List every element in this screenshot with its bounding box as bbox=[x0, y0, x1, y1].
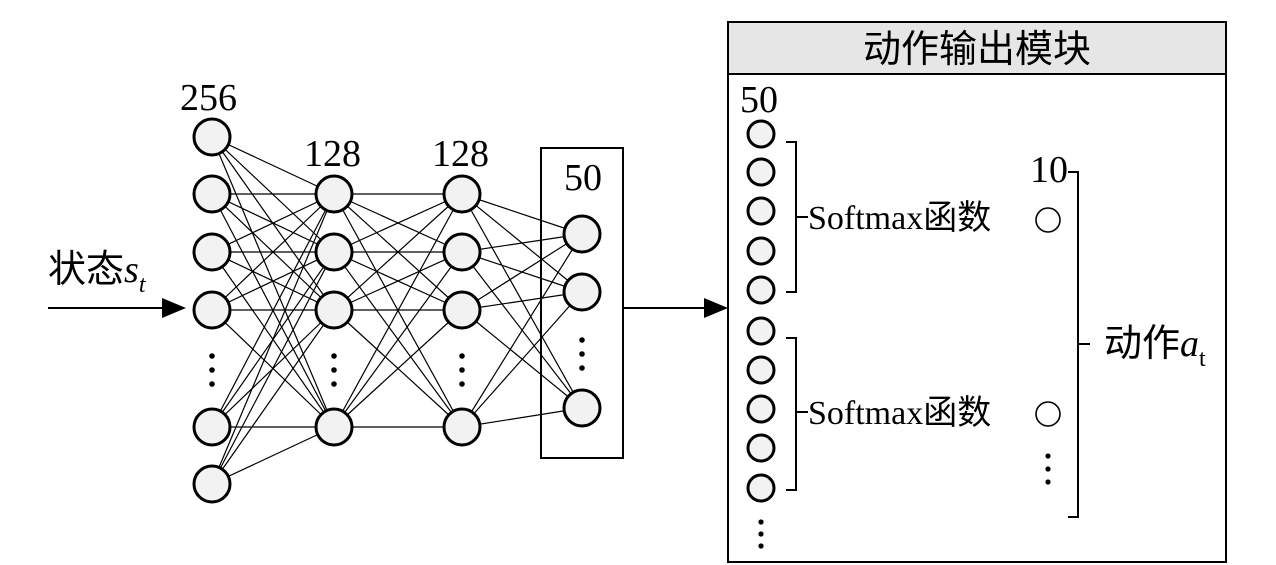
layer-2-ellipsis-dot-2 bbox=[331, 367, 337, 373]
connection-edge-23 bbox=[211, 309, 335, 485]
layer-4-ellipsis-dot-3 bbox=[579, 365, 585, 371]
softmax-group-1-bracket bbox=[786, 141, 797, 293]
action-output-ellipsis-dot-1 bbox=[1045, 453, 1051, 459]
input-arrow bbox=[48, 298, 186, 318]
connection-edge-51 bbox=[461, 291, 583, 428]
layer-4-size-label: 50 bbox=[564, 157, 602, 199]
layer-1-node-6 bbox=[192, 464, 232, 504]
connection-edge-39 bbox=[333, 309, 463, 428]
layer-3-ellipsis-dot-3 bbox=[459, 381, 465, 387]
connection-edge-14 bbox=[211, 251, 335, 311]
edges-group bbox=[211, 136, 583, 485]
layer-2-node-1 bbox=[314, 174, 354, 214]
connection-edge-38 bbox=[333, 251, 463, 428]
action-label: 动作at bbox=[1104, 323, 1206, 372]
connection-edge-37 bbox=[333, 193, 463, 428]
layer-1-node-2 bbox=[192, 174, 232, 214]
layer-3-node-1 bbox=[442, 174, 482, 214]
layer-1-node-3 bbox=[192, 232, 232, 272]
module-input-node-8 bbox=[746, 394, 776, 424]
layer-4-node-3 bbox=[562, 388, 602, 428]
input-arrow-head bbox=[162, 298, 186, 318]
module-input-node-1 bbox=[746, 119, 776, 149]
layer-4-node-2 bbox=[562, 272, 602, 312]
connection-edge-24 bbox=[211, 426, 335, 485]
connection-edge-44 bbox=[461, 233, 583, 253]
layer-4-ellipsis-dot-2 bbox=[579, 351, 585, 357]
module-input-node-5 bbox=[746, 275, 776, 305]
connection-edge-22 bbox=[211, 251, 335, 485]
layer-3-node-2 bbox=[442, 232, 482, 272]
layer-3-size-label: 128 bbox=[432, 133, 489, 175]
module-input-node-4 bbox=[746, 236, 776, 266]
connection-edge-47 bbox=[461, 233, 583, 311]
connection-edge-34 bbox=[333, 251, 463, 311]
softmax-label-2: Softmax函数 bbox=[808, 394, 991, 432]
connection-edge-13 bbox=[211, 193, 335, 311]
layer-1-node-4 bbox=[192, 290, 232, 330]
action-output-module: 动作输出模块 50 Softmax函数 Softmax函数 10 动作at bbox=[727, 21, 1227, 563]
module-input-node-6 bbox=[746, 316, 776, 346]
action-output-node-2 bbox=[1035, 401, 1061, 427]
module-frame bbox=[727, 21, 1227, 563]
layer-2-size-label: 128 bbox=[304, 133, 361, 175]
connection-edge-4 bbox=[211, 136, 335, 428]
module-input-count-label: 50 bbox=[740, 79, 778, 121]
layer-3-ellipsis-dot-1 bbox=[459, 353, 465, 359]
module-input-ellipsis-dot-2 bbox=[758, 531, 764, 537]
layer-1-ellipsis-dot-2 bbox=[209, 367, 215, 373]
layer-1-node-5 bbox=[192, 407, 232, 447]
layer-2-ellipsis-dot-3 bbox=[331, 381, 337, 387]
layer-3-node-3 bbox=[442, 290, 482, 330]
input-label: 状态st bbox=[48, 249, 147, 298]
output-count-label: 10 bbox=[1030, 149, 1068, 191]
module-input-ellipsis-dot-1 bbox=[758, 519, 764, 525]
module-input-node-7 bbox=[746, 355, 776, 385]
action-output-ellipsis-dot-2 bbox=[1045, 466, 1051, 472]
connection-edge-50 bbox=[461, 233, 583, 428]
module-input-node-9 bbox=[746, 433, 776, 463]
module-input-node-3 bbox=[746, 196, 776, 226]
module-input-node-2 bbox=[746, 157, 776, 187]
connection-edge-9 bbox=[211, 193, 335, 253]
output-layer-box bbox=[540, 147, 624, 459]
action-output-node-1 bbox=[1035, 207, 1061, 233]
layer-2-node-4 bbox=[314, 407, 354, 447]
layer-2-node-2 bbox=[314, 232, 354, 272]
layer-2-node-3 bbox=[314, 290, 354, 330]
action-output-ellipsis-dot-3 bbox=[1045, 479, 1051, 485]
module-input-nodes-group bbox=[746, 119, 776, 549]
layer-4-node-1 bbox=[562, 214, 602, 254]
layer-2-ellipsis-dot-1 bbox=[331, 353, 337, 359]
connection-edge-21 bbox=[211, 193, 335, 485]
layer-3-ellipsis-dot-2 bbox=[459, 367, 465, 373]
layer-4-ellipsis-dot-1 bbox=[579, 337, 585, 343]
connection-edge-33 bbox=[333, 193, 463, 311]
module-title: 动作输出模块 bbox=[863, 29, 1091, 71]
connection-edge-48 bbox=[461, 291, 583, 311]
layer-1-ellipsis-dot-3 bbox=[209, 381, 215, 387]
nodes-group bbox=[192, 117, 602, 504]
layer-1-size-label: 256 bbox=[180, 77, 237, 119]
softmax-label-1: Softmax函数 bbox=[808, 199, 991, 237]
layer-3-node-4 bbox=[442, 407, 482, 447]
connection-edge-41 bbox=[461, 193, 583, 235]
softmax-group-2-bracket bbox=[786, 337, 797, 491]
module-input-ellipsis-dot-3 bbox=[758, 543, 764, 549]
connection-edge-17 bbox=[211, 193, 335, 428]
action-bracket bbox=[1068, 171, 1079, 518]
module-arrow-head bbox=[704, 298, 728, 318]
layer-ellipsis-group bbox=[209, 337, 585, 387]
module-input-node-10 bbox=[746, 473, 776, 503]
module-header bbox=[727, 21, 1227, 75]
connection-edge-1 bbox=[211, 136, 335, 195]
connection-edge-52 bbox=[461, 407, 583, 428]
layer-1-node-1 bbox=[192, 117, 232, 157]
module-arrow bbox=[623, 298, 728, 318]
layer-1-ellipsis-dot-1 bbox=[209, 353, 215, 359]
connection-edge-29 bbox=[333, 193, 463, 253]
